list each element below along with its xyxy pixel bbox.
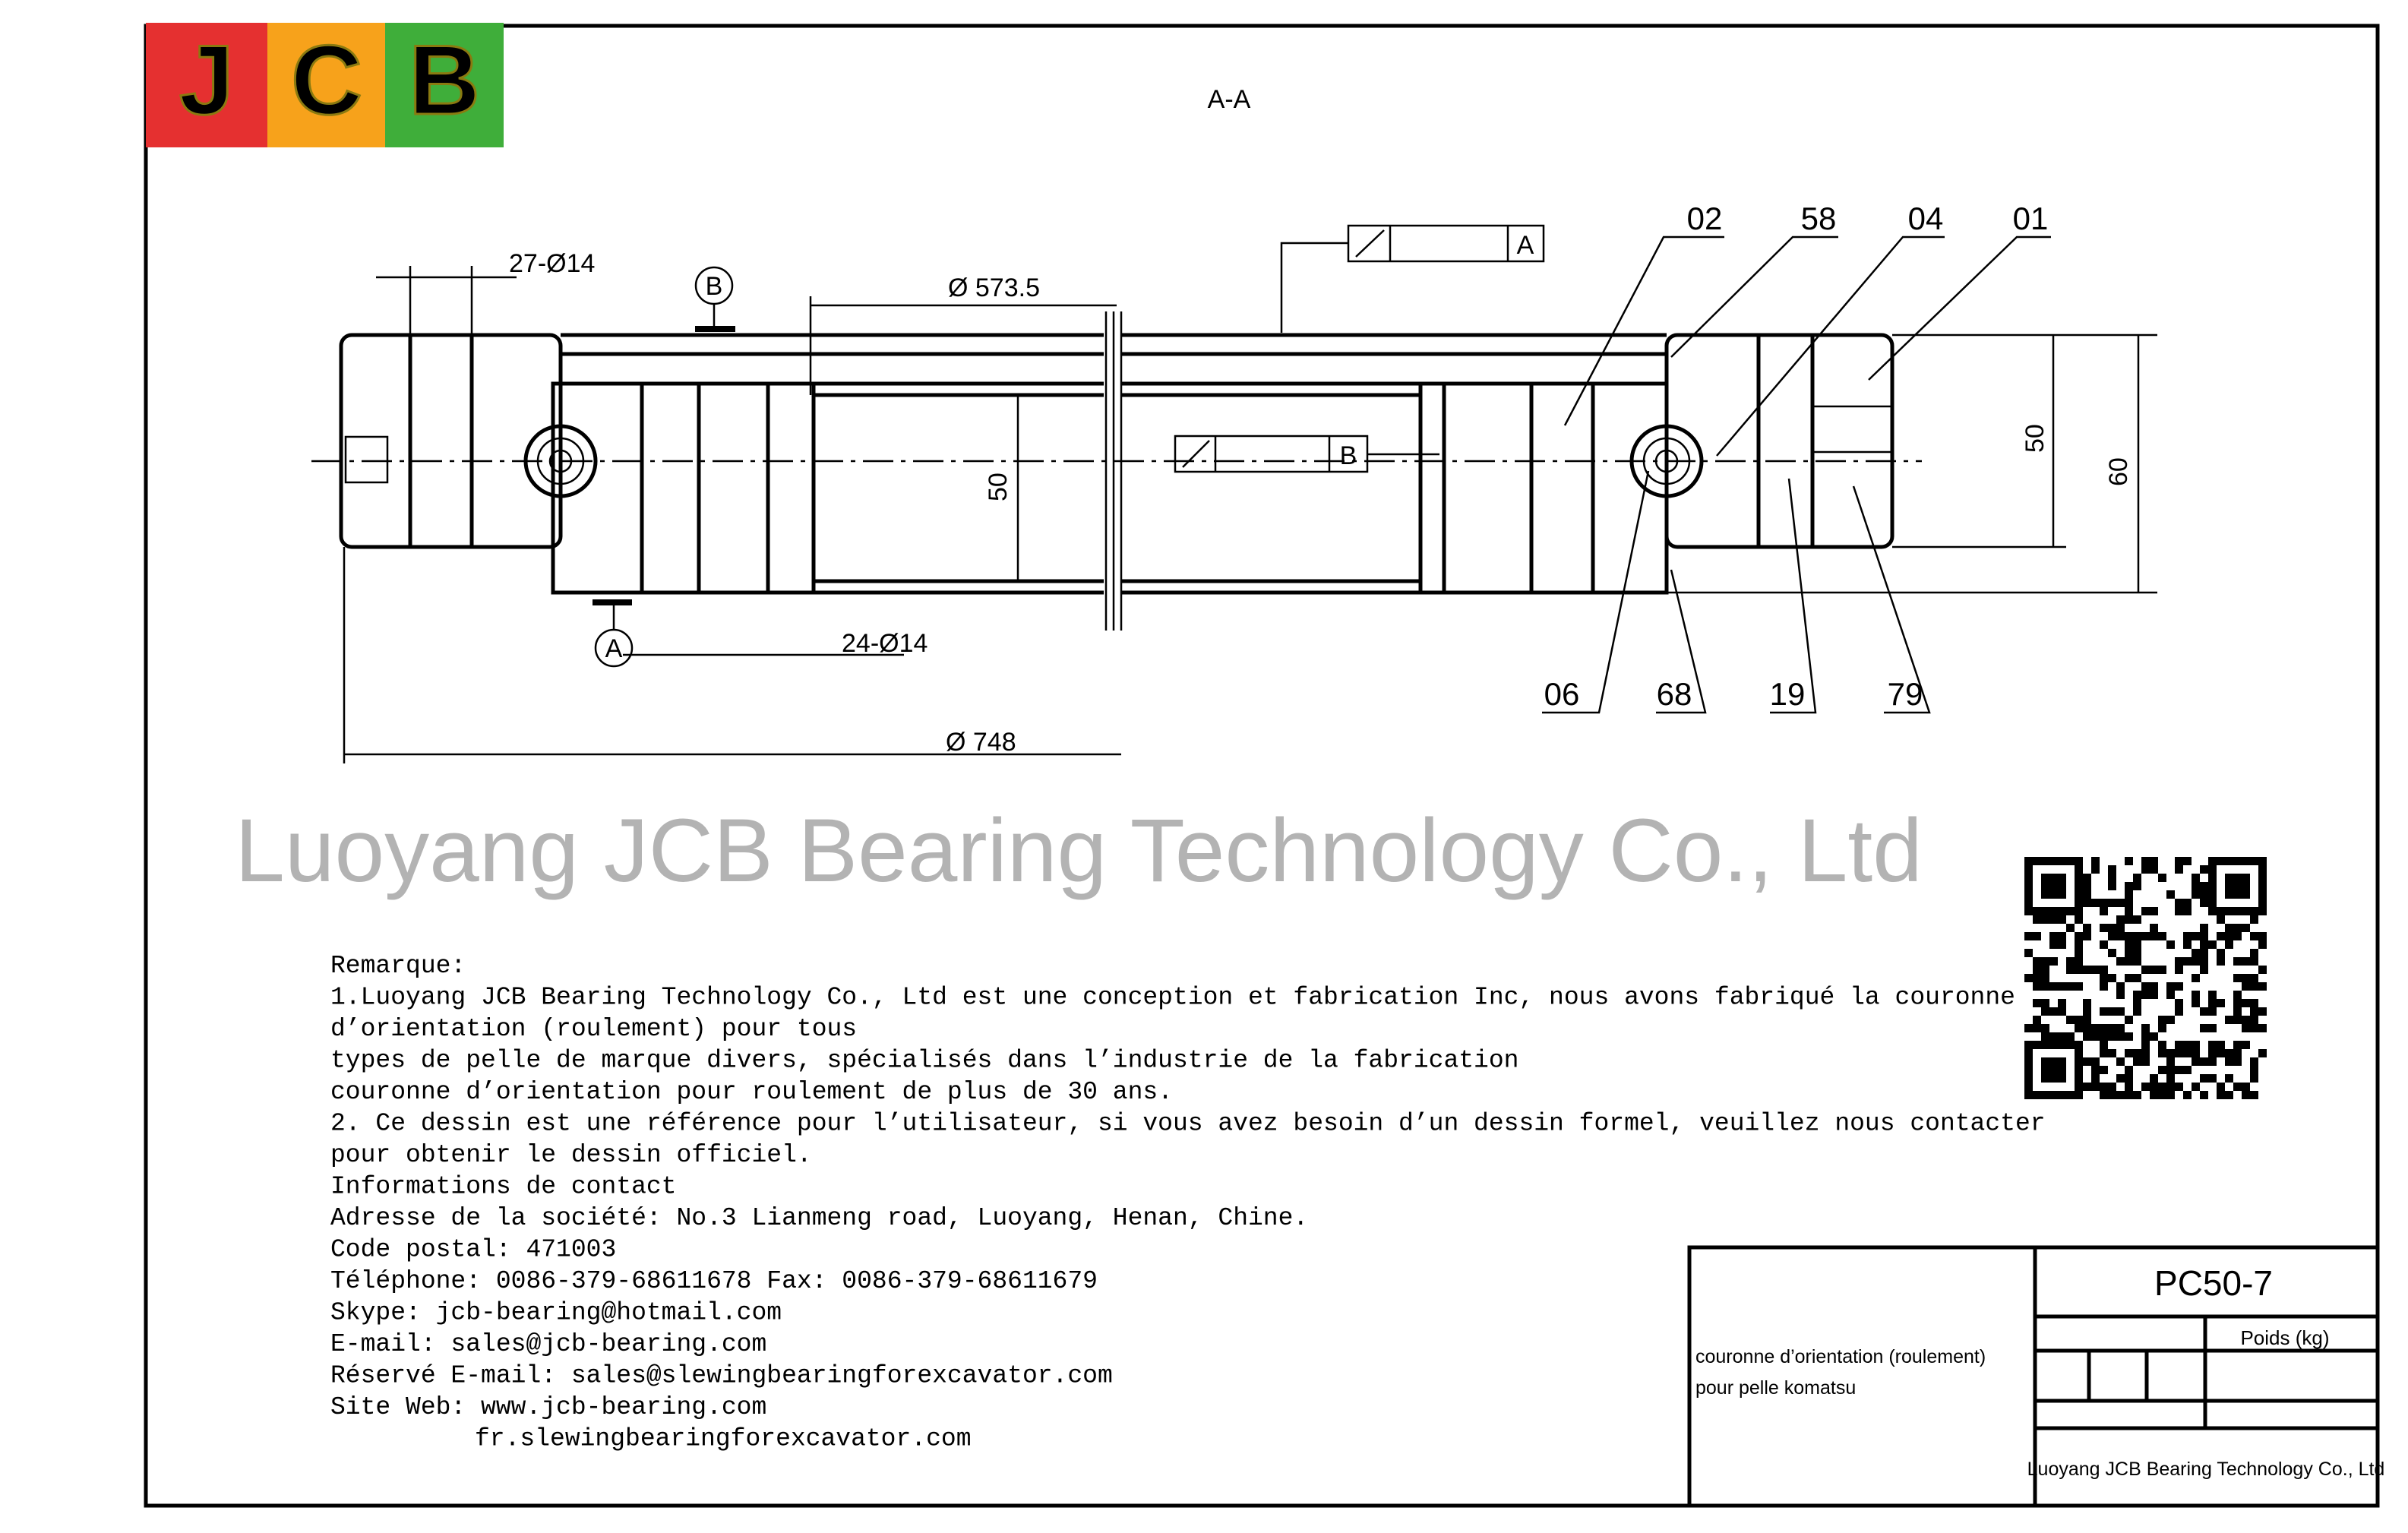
remark-line: E-mail: sales@jcb-bearing.com [330,1330,766,1358]
outer-diameter-label: Ø 748 [946,728,1016,757]
description-line1: couronne d’orientation (roulement) [1695,1346,1986,1367]
callouts: 02 58 04 01 06 68 19 79 [1542,201,2051,714]
callout-label: 06 [1544,676,1580,712]
remark-line: Remarque: [330,952,466,980]
svg-text:A: A [605,634,623,663]
callout-label: 58 [1801,201,1837,236]
remark-line: Adresse de la société: No.3 Lianmeng roa… [330,1204,1308,1232]
remark-line: Téléphone: 0086-379-68611678 Fax: 0086-3… [330,1267,1098,1295]
callout-label: 02 [1687,201,1723,236]
tolerance-frame-b: B [1174,435,1439,473]
outer-holes-label: 27-Ø14 [509,249,595,278]
watermark: Luoyang JCB Bearing Technology Co., Ltd [235,801,1923,901]
remark-line: fr.slewingbearingforexcavator.com [475,1425,972,1453]
logo-letter: B [409,24,480,135]
height-right-label: 50 [2021,424,2049,453]
remark-line: Code postal: 471003 [330,1236,616,1264]
callout-label: 01 [2013,201,2049,236]
callout-label: 04 [1908,201,1944,236]
inner-holes-label: 24-Ø14 [842,629,927,658]
remark-line: Réservé E-mail: sales@slewingbearingfore… [330,1362,1113,1390]
qr-code [2024,857,2267,1099]
jcb-logo: J C B [146,23,504,147]
total-height-label: 60 [2104,457,2133,486]
description-line2: pour pelle komatsu [1695,1377,1856,1399]
section-label: A-A [1208,85,1251,114]
dimensions: 27-Ø14 Ø 573.5 Ø 748 24-Ø14 50 50 60 [343,249,2157,763]
weight-label: Poids (kg) [2240,1326,2329,1349]
remark-line: Informations de contact [330,1173,676,1201]
remarks-block: Remarque: 1.Luoyang JCB Bearing Technolog… [330,952,2046,1453]
callout-label: 19 [1770,676,1806,712]
remark-line: pour obtenir le dessin officiel. [330,1141,812,1169]
tolerance-frame-a: A [1280,224,1545,333]
svg-text:B: B [1340,441,1357,470]
remark-line: 1.Luoyang JCB Bearing Technology Co., Lt… [330,984,2015,1012]
svg-text:B: B [706,272,723,301]
remark-line: 2. Ce dessin est une référence pour l’ut… [330,1110,2046,1138]
remark-line: d’orientation (roulement) pour tous [330,1015,857,1043]
remark-line: Skype: jcb-bearing@hotmail.com [330,1299,782,1327]
remark-line: Site Web: www.jcb-bearing.com [330,1393,766,1421]
svg-text:A: A [1517,231,1534,260]
sheet-border [144,24,2380,1508]
company-name: Luoyang JCB Bearing Technology Co., Ltd [2027,1459,2385,1480]
bearing-section [311,311,1922,631]
callout-label: 68 [1657,676,1692,712]
remark-line: couronne d’orientation pour roulement de… [330,1078,1173,1106]
callout-label: 79 [1888,676,1923,712]
datum-a: A [593,599,634,668]
inner-diameter-label: Ø 573.5 [948,273,1040,302]
model-number: PC50-7 [2154,1263,2273,1303]
datum-b: B [694,266,735,332]
title-block: PC50-7 Poids (kg) couronne d’orientation… [1687,1245,2385,1508]
logo-letter: C [291,24,362,135]
remark-line: types de pelle de marque divers, spécial… [330,1047,1518,1075]
height-left-label: 50 [984,473,1013,501]
logo-letter: J [179,24,234,135]
